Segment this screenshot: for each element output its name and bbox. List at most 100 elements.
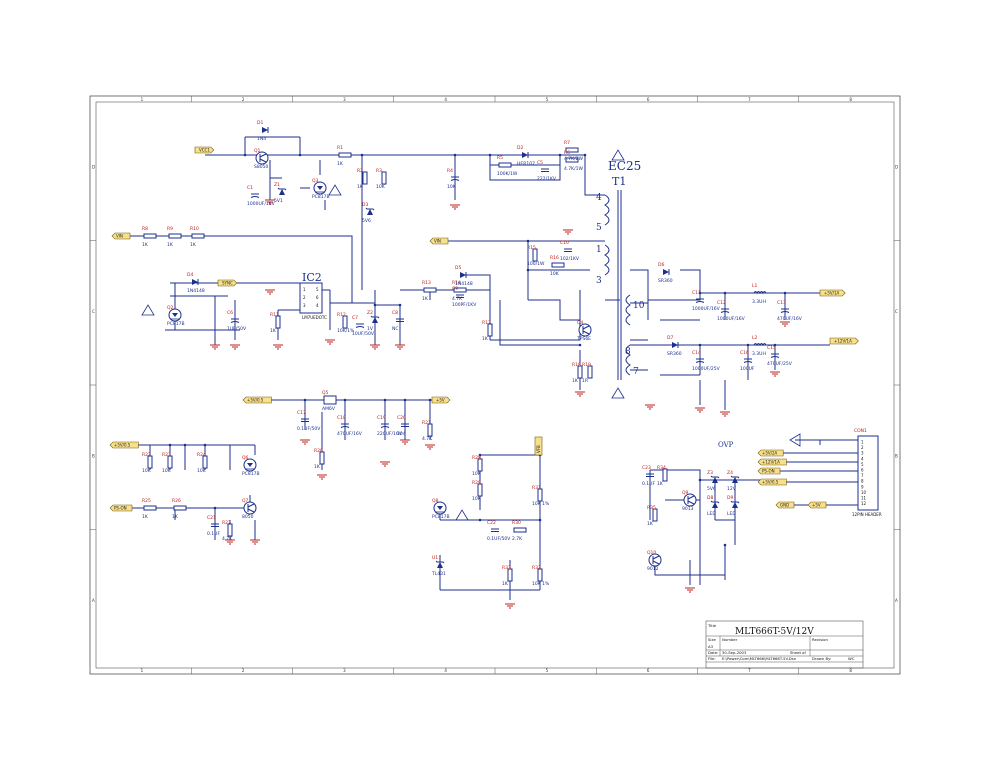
part-value: 4.7K/2W — [564, 156, 583, 162]
part-d5 — [460, 272, 467, 278]
ground-icon — [450, 204, 460, 210]
col-tick: 7 — [748, 97, 751, 102]
junction-dot — [723, 291, 727, 295]
sheet-of-label: Sheet of — [790, 650, 807, 655]
junction-dot — [213, 506, 217, 510]
col-tick: 5 — [546, 97, 549, 102]
part-ref: C18 — [337, 415, 346, 421]
row-tick: A — [895, 598, 898, 603]
part-value: 4.7K — [452, 296, 463, 302]
warning-icon — [141, 304, 155, 316]
junction-dot — [698, 291, 702, 295]
size-value: A3 — [708, 644, 714, 649]
part-c17 — [301, 418, 309, 422]
ground-icon — [563, 229, 573, 235]
junction-dot — [488, 153, 492, 157]
part-r22 — [147, 455, 153, 469]
part-z1 — [277, 187, 287, 195]
part-r3 — [381, 171, 387, 185]
part-r28 — [477, 458, 483, 472]
ground-icon — [695, 407, 705, 413]
part-ref: C17 — [297, 410, 306, 416]
part-value: 0.1UF — [642, 481, 655, 487]
junction-dot — [203, 443, 207, 447]
file-label: File: — [708, 656, 716, 661]
junction-dot — [583, 153, 587, 157]
net-ports: VCC1VINVINSYNC+5V/1A+12V/1A+5V/0.5+5V+5V… — [109, 146, 859, 512]
port-label: +12V/1A — [834, 339, 852, 344]
part-value: 470UF/16V — [777, 316, 803, 322]
part-ref: R5 — [497, 155, 503, 161]
junction-dot — [698, 478, 702, 482]
col-tick: 6 — [647, 668, 650, 673]
part-r30 — [513, 527, 527, 533]
part-value: 1K — [190, 242, 197, 248]
part-r33 — [507, 568, 513, 582]
part-d3 — [365, 207, 375, 215]
part-ref: D6 — [658, 262, 664, 268]
junction-dot — [243, 153, 247, 157]
port-v5vb2: +5V/0.5 — [109, 441, 139, 449]
part-ref: Z2 — [367, 310, 373, 316]
part-ref: D2 — [517, 145, 523, 151]
date-label: Date: — [708, 650, 718, 655]
col-tick: 2 — [242, 668, 245, 673]
junction-dot — [298, 153, 302, 157]
title-block: Title MLT666T-5V/12V Size A3 Number Revi… — [705, 620, 864, 669]
junction-dot — [558, 153, 562, 157]
port-label: +5V/0.5 — [114, 443, 131, 448]
row-tick: D — [895, 164, 898, 169]
part-c9 — [456, 294, 464, 298]
svg-text:6: 6 — [316, 295, 319, 300]
connector-pin: 2 — [861, 445, 864, 450]
part-ref: Q1 — [254, 148, 261, 154]
part-r18 — [577, 365, 583, 379]
ground-icon — [273, 344, 283, 350]
part-r27 — [227, 523, 233, 537]
transformer-pin-4: 4 — [596, 193, 602, 203]
part-value: 10K — [162, 468, 172, 474]
col-tick: 3 — [343, 668, 346, 673]
part-q3 — [313, 181, 327, 195]
part-r12 — [342, 315, 348, 329]
part-ref: C9 — [452, 286, 458, 292]
drawn-by-value: WC — [848, 656, 855, 661]
part-q6 — [243, 458, 257, 472]
part-value: 5V1 — [274, 198, 283, 204]
part-ref: Q8 — [432, 498, 439, 504]
part-ref: D3 — [362, 202, 368, 208]
connector-part: 12PIN HEADER — [852, 512, 882, 517]
part-value: 3.3UH — [752, 351, 766, 357]
part-value: 1000UF/16V — [247, 201, 276, 207]
port-label: PS-ON — [762, 469, 775, 474]
ground-icon — [325, 339, 335, 345]
part-l2 — [753, 343, 767, 347]
part-ref: R35 — [647, 505, 656, 511]
ground-icon — [770, 371, 780, 377]
part-ref: R19 — [582, 362, 591, 368]
part-ref: R26 — [172, 498, 181, 504]
part-ref: C14 — [692, 350, 701, 356]
part-r8 — [143, 233, 157, 239]
part-ref: R22 — [142, 452, 151, 458]
part-ref: C7 — [352, 315, 358, 321]
port-label: SYNC — [222, 281, 233, 286]
part-ref: Q6 — [242, 455, 249, 461]
part-value: 1K — [142, 242, 149, 248]
part-q5 — [323, 395, 337, 405]
part-c8 — [396, 318, 404, 322]
part-ref: R2 — [357, 168, 363, 174]
part-r2 — [362, 171, 368, 185]
port-out12: +12V/1A — [829, 337, 859, 345]
transformer-pin-7: 7 — [633, 367, 639, 377]
part-ref: L2 — [752, 335, 758, 341]
junction-dot — [783, 291, 787, 295]
part-r13 — [423, 287, 437, 293]
part-value: 5V6 — [707, 486, 716, 492]
col-tick: 1 — [141, 668, 144, 673]
part-value: 220UF/16V — [377, 431, 403, 437]
part-ref: Q2 — [167, 305, 174, 311]
part-r26 — [173, 505, 187, 511]
col-tick: 2 — [242, 97, 245, 102]
